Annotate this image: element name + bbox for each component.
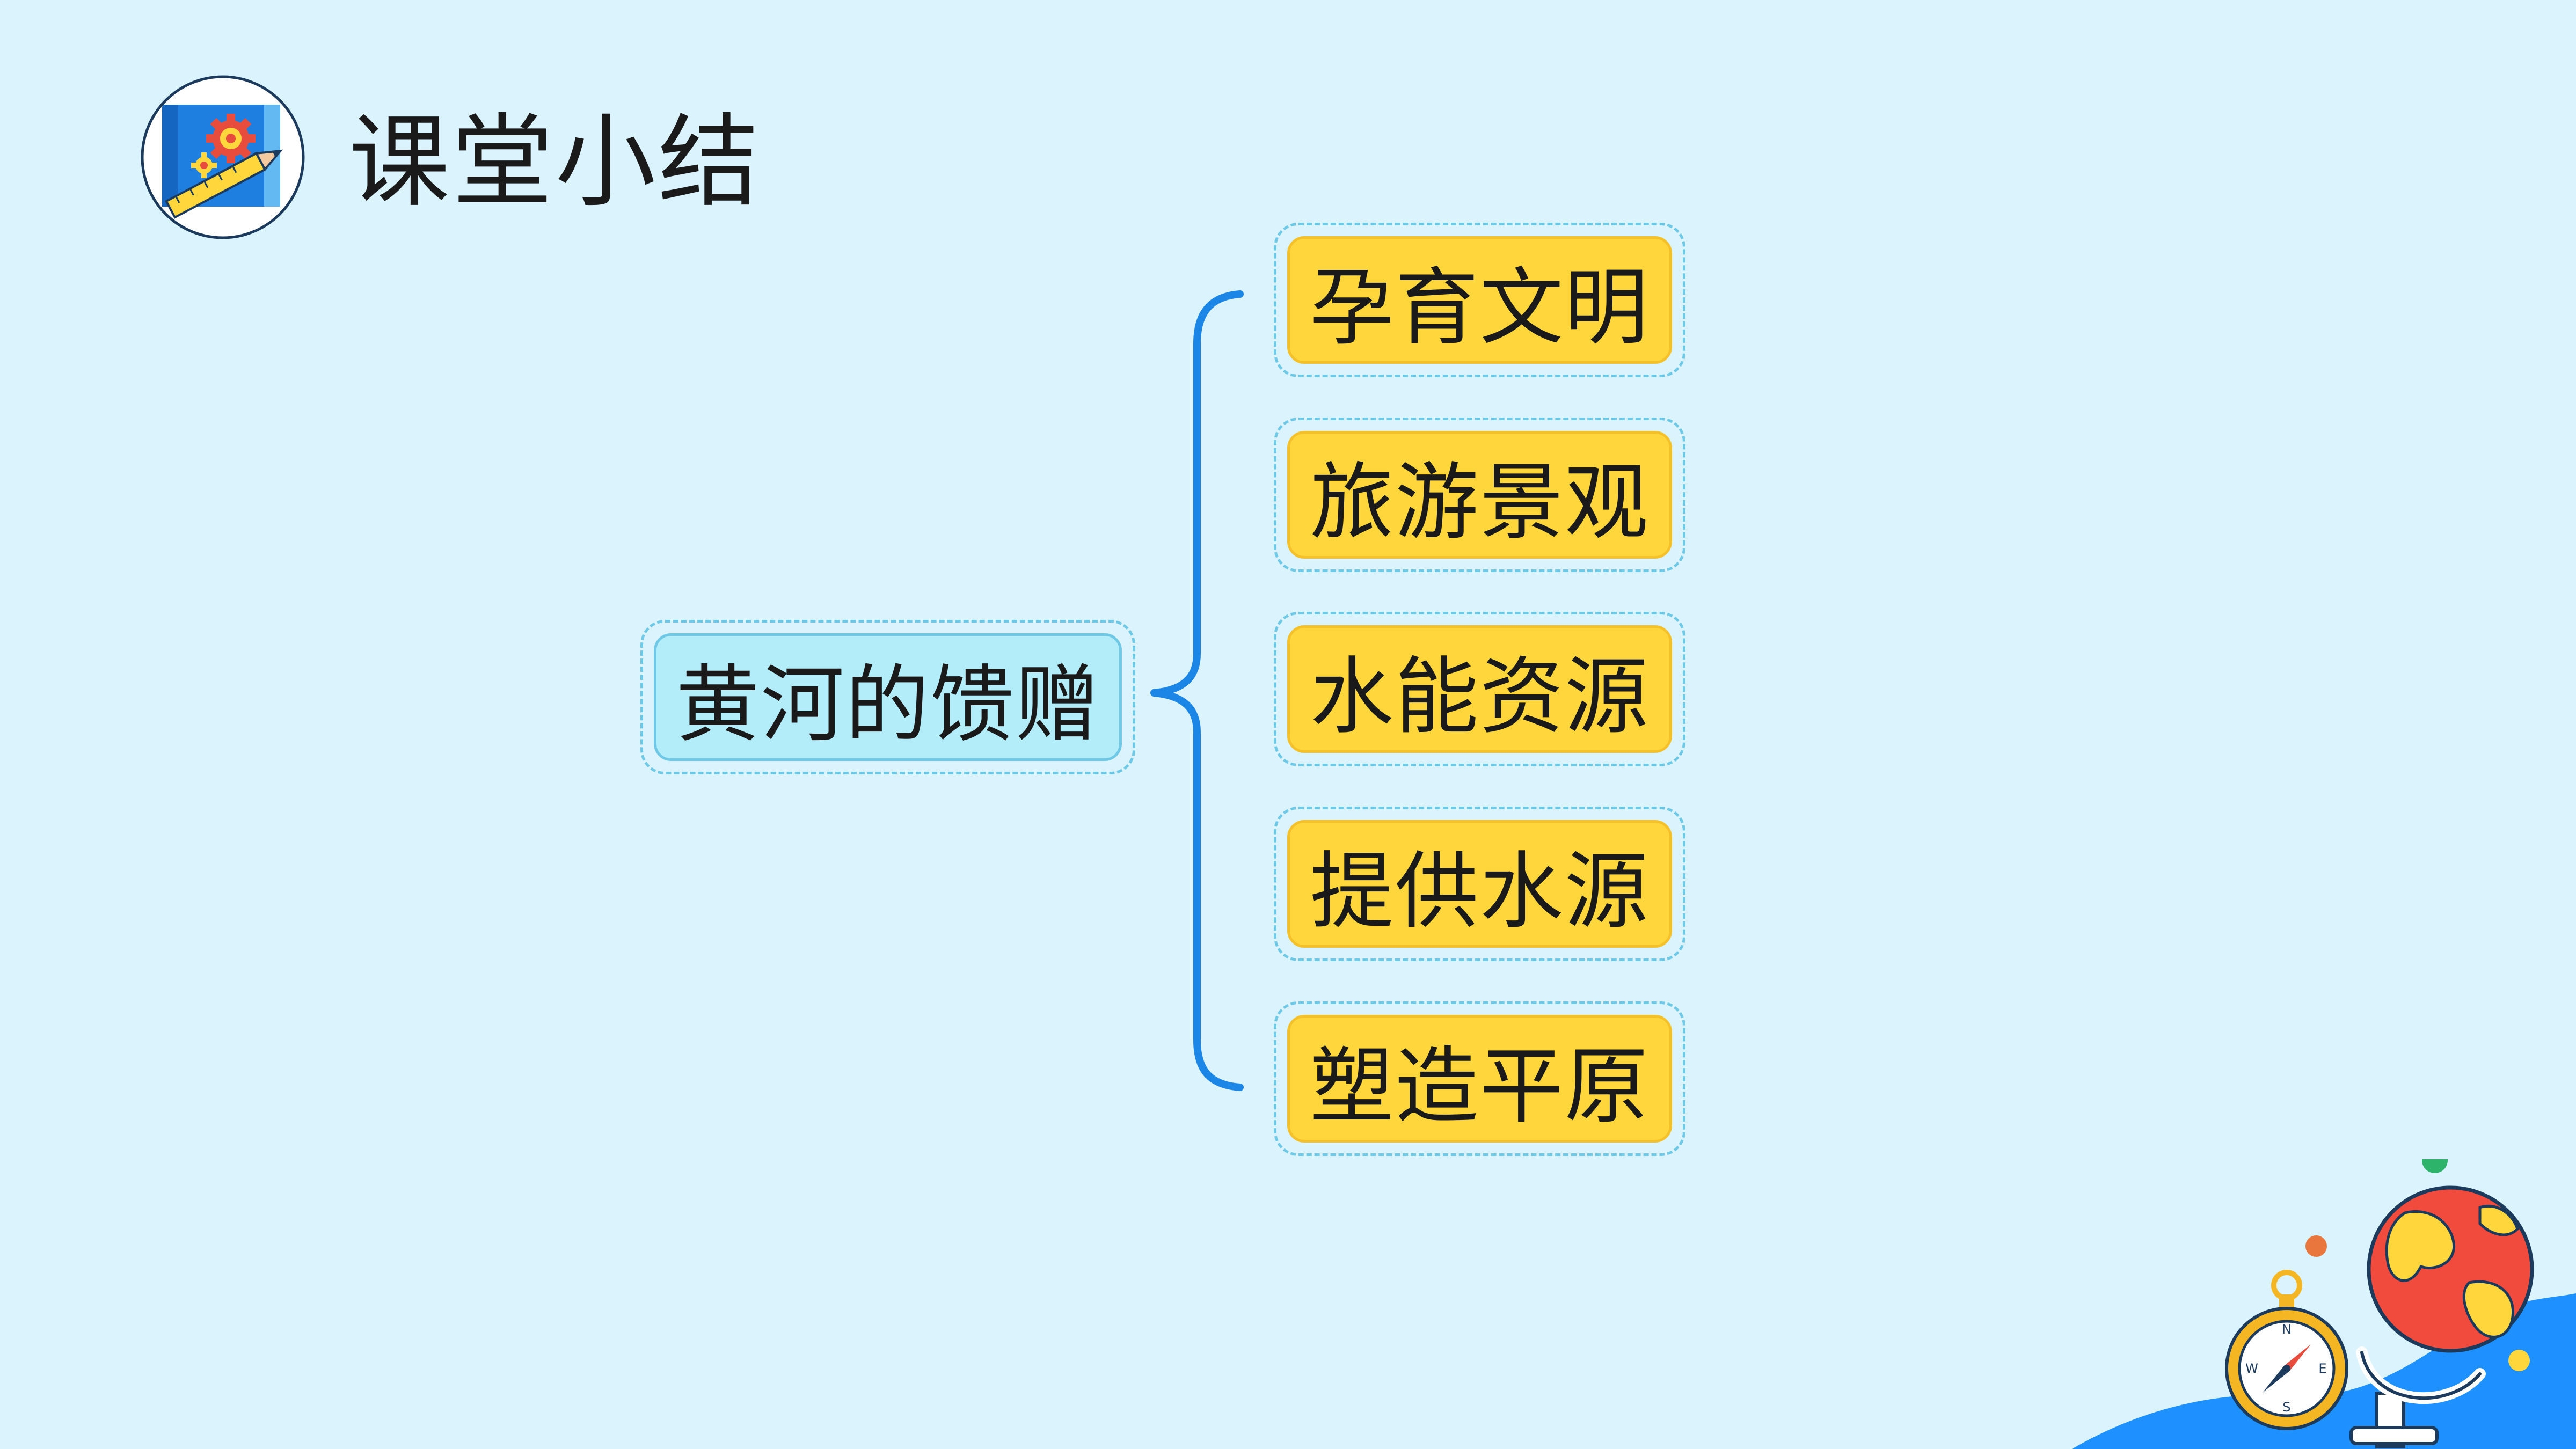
root-node-label: 黄河的馈赠: [654, 633, 1122, 761]
branch-node-label: 塑造平原: [1287, 1015, 1672, 1143]
dot-yellow: [2508, 1350, 2530, 1371]
branch-node-2: 旅游景观: [1274, 418, 1685, 572]
branch-node-5: 塑造平原: [1274, 1001, 1685, 1156]
compass-icon: N S W E: [2225, 1270, 2348, 1430]
branch-node-label: 旅游景观: [1287, 431, 1672, 559]
globe-icon: [2349, 1185, 2534, 1448]
svg-text:S: S: [2282, 1400, 2290, 1415]
lesson-summary-icon: [141, 75, 305, 239]
dot-green: [2422, 1159, 2448, 1173]
root-node: 黄河的馈赠: [640, 620, 1135, 774]
branch-node-4: 提供水源: [1274, 807, 1685, 961]
corner-decoration: N S W E: [2072, 1159, 2576, 1449]
page-title: 课堂小结: [349, 104, 761, 221]
svg-text:N: N: [2282, 1322, 2292, 1337]
blueprint-gear-pencil-icon: [141, 75, 305, 239]
svg-text:E: E: [2318, 1361, 2326, 1376]
branch-node-3: 水能资源: [1274, 612, 1685, 766]
branch-node-label: 提供水源: [1287, 820, 1672, 948]
branch-node-label: 水能资源: [1287, 625, 1672, 753]
dot-orange: [2305, 1235, 2327, 1257]
branch-node-label: 孕育文明: [1287, 236, 1672, 364]
svg-text:W: W: [2245, 1361, 2258, 1376]
branch-node-1: 孕育文明: [1274, 223, 1685, 377]
